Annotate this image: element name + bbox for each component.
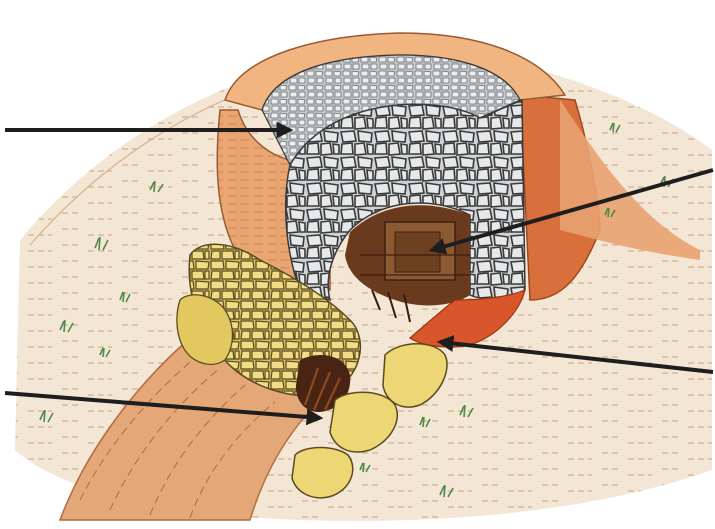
kiln-diagram [0, 0, 715, 529]
kiln-illustration [0, 0, 715, 529]
